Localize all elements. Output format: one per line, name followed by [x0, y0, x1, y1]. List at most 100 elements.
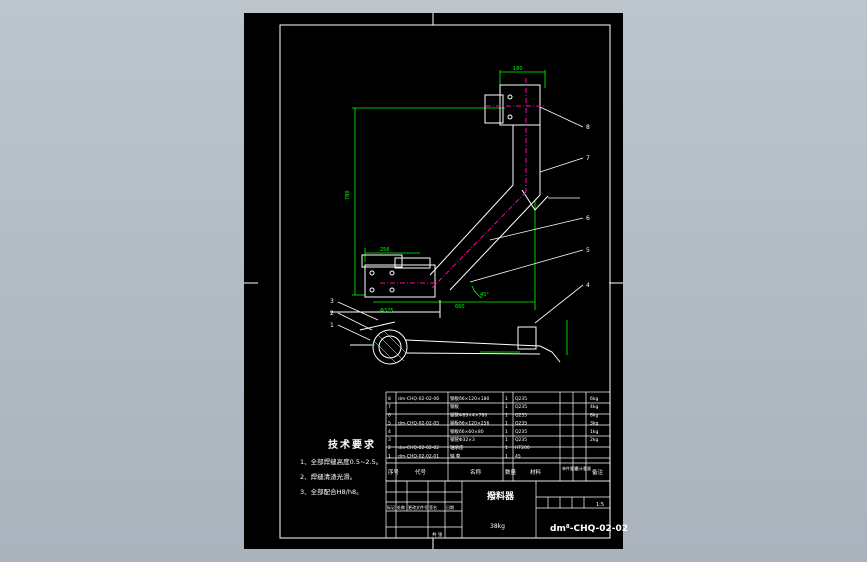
arm-bend: [521, 189, 549, 211]
material-weight: 38kg: [490, 523, 505, 530]
bom-cell: 1: [505, 396, 508, 402]
tb-label-mark: 标记: [387, 504, 395, 510]
bom-cell: dm-CHQ-02-02-06: [398, 396, 439, 402]
bom-cell: 1: [505, 412, 508, 418]
bom-cell: dm-CHQ-02-02-02: [398, 445, 439, 451]
bom-cell: 轴承座: [450, 444, 464, 451]
bom-cell: Q235: [515, 412, 527, 418]
bom-header: 序号 代号 名称 数量 材料 单件重量 总计重量 备注: [388, 465, 604, 476]
bom-cell: 钢板: [450, 403, 459, 410]
dim-text-angle: 45°: [480, 292, 489, 298]
bom-cell: 3: [388, 437, 391, 443]
bom-header-material: 材料: [530, 468, 542, 476]
bom-cell: Q235: [515, 396, 527, 402]
centerline-diagonal: [431, 191, 527, 289]
bom-cell: Q235: [515, 421, 527, 427]
hub-hatch: [373, 330, 407, 364]
drawing-number: dm⁸-CHQ-02-02: [550, 524, 628, 534]
part-outline: [330, 84, 561, 365]
bom-cell: 6: [388, 412, 391, 418]
bom-cell: Q235: [515, 429, 527, 435]
bom-cell: 45: [515, 453, 521, 459]
callout-8: 8: [586, 124, 590, 131]
bom-cell: 4: [388, 429, 391, 435]
tb-label-file: 更改文件号: [408, 504, 428, 510]
bom-cell: 钢板δ6×120×180: [450, 395, 489, 402]
bom-header-total-weight: 总计重量: [575, 465, 591, 471]
bom-cell: 2: [388, 445, 391, 451]
dimension-labels: 180 780 660 256 45° Φ325: [345, 66, 523, 314]
tb-label-count: 处数: [397, 504, 405, 510]
bom-cell: 6kg: [590, 396, 598, 402]
arm-upper: [429, 184, 514, 276]
bom-cell: 3kg: [590, 421, 598, 427]
leader-5: [469, 249, 584, 283]
callout-4: 4: [586, 282, 590, 289]
bom-cell: 1: [505, 404, 508, 410]
arm-lower: [449, 194, 541, 291]
bom-cell: 1kg: [590, 429, 598, 435]
bom-cell: 2kg: [590, 437, 598, 443]
bom-header-remarks: 备注: [592, 468, 604, 476]
sheet-label: 共 张: [432, 531, 443, 538]
tech-requirement-2: 2、焊缝清渣光滑。: [300, 473, 357, 481]
title-block: [385, 480, 611, 539]
callout-7: 7: [586, 155, 590, 162]
bom-cell: 8: [388, 396, 391, 402]
bom-cell: 1: [505, 453, 508, 459]
bom-cell: 钢板δ6×60×80: [450, 428, 484, 435]
base-bolt-3: [389, 270, 395, 276]
callout-2: 2: [330, 310, 334, 317]
dim-text-horizontal: 660: [455, 304, 465, 310]
leader-2: [337, 312, 373, 331]
bom-cell: 4kg: [590, 404, 598, 410]
bom-cell: 1: [505, 445, 508, 451]
base-bolt-1: [369, 270, 375, 276]
title-border: [385, 480, 611, 539]
scale-value: 1:5: [596, 502, 604, 508]
bom-cell: 1: [505, 437, 508, 443]
bom-header-qty: 数量: [505, 468, 517, 476]
tb-label-date: 日期: [446, 504, 454, 510]
bom-cell: 钢管Φ32×3: [450, 436, 475, 443]
callout-5: 5: [586, 247, 590, 254]
part-name: 撥料器: [487, 490, 515, 502]
bom-cell: 1: [505, 421, 508, 427]
leader-3: [337, 301, 379, 321]
base-plate: [364, 264, 436, 298]
hub-inner: [378, 335, 402, 359]
base-flange: [361, 254, 403, 268]
dim-text-base-width: 256: [380, 247, 390, 253]
leader-1: [337, 324, 371, 341]
base-bolt-2: [369, 287, 375, 293]
tech-requirements-title: 技术要求: [328, 440, 376, 451]
dimension-lines: [352, 70, 568, 355]
tech-requirement-3: 3、全部配合H8/h8。: [300, 488, 363, 496]
bom-cell: 1: [388, 453, 391, 459]
dim-text-vertical: 780: [345, 190, 351, 200]
leader-4: [534, 284, 584, 324]
title-block-text: 撥料器 38kg dm⁸-CHQ-02-02 1:5 共 张 标记 处数 更改文…: [387, 490, 628, 538]
lever-top: [405, 339, 541, 347]
hub-outer: [372, 329, 408, 365]
centerlines: [380, 78, 545, 289]
dim-angle-arc: [471, 285, 483, 299]
tb-label-sign: 签名: [429, 504, 437, 510]
bom-cell: Q235: [515, 437, 527, 443]
leader-6: [489, 217, 584, 241]
callout-6: 6: [586, 215, 590, 222]
bom-cell: 轴 套: [450, 452, 461, 459]
top-bolt-2: [507, 114, 513, 120]
leader-7: [539, 157, 584, 173]
dim-text-bottom: Φ325: [380, 308, 393, 314]
bom-cell: Q235: [515, 404, 527, 410]
base-bolt-4: [389, 287, 395, 293]
tech-requirement-1: 1、全部焊缝高度0.5~2.5。: [300, 458, 383, 466]
callout-labels: 8 7 6 5 4 3 2 1: [330, 124, 590, 329]
bom-cell: 钢板δ6×120×256: [450, 420, 489, 427]
base-flange-2: [394, 257, 431, 269]
top-plate: [499, 84, 541, 126]
bom-header-code: 代号: [415, 468, 427, 476]
